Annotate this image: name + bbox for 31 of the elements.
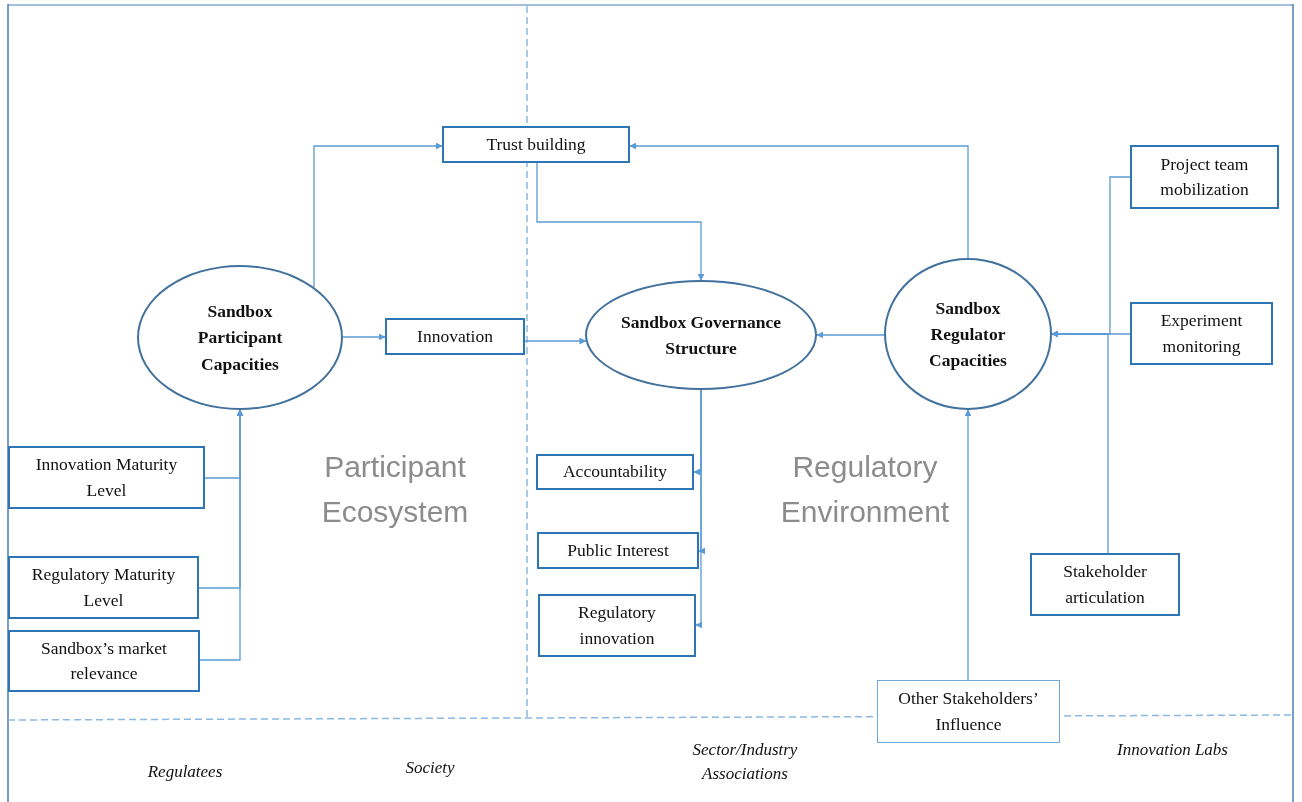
stakeholder-label: Regulatees [146,761,224,783]
arrow [816,331,885,339]
process-box: Trust building [442,126,630,163]
region-label: Regulatory Environment [779,449,951,530]
process-box: Project team mobilization [1130,145,1279,209]
arrow [342,333,386,341]
stakeholder-label: Innovation Labs [1116,739,1229,761]
process-box: Public Interest [537,532,699,569]
process-box: Accountability [536,454,694,490]
process-ellipse: Sandbox Participant Capacities [137,265,343,410]
arrow [964,409,972,681]
process-ellipse: Sandbox Governance Structure [585,280,817,390]
process-box: Innovation [385,318,525,355]
stakeholder-label: Society [404,757,456,779]
arrow [1051,330,1109,554]
process-ellipse: Sandbox Regulator Capacities [884,258,1052,410]
region-label: Participant Ecosystem [320,449,470,530]
arrow [313,142,443,288]
process-box: Experiment monitoring [1130,302,1273,365]
process-box: Stakeholder articulation [1030,553,1180,616]
process-box: Other Stakeholders’ Influence [877,680,1060,743]
stakeholder-label: Sector/Industry Associations [691,739,799,785]
process-box: Innovation Maturity Level [8,446,205,509]
arrow [629,142,969,259]
process-box: Regulatory Maturity Level [8,556,199,619]
arrow [536,162,705,281]
process-box: Regulatory innovation [538,594,696,657]
arrow [695,389,703,629]
arrow [524,337,587,345]
arrow [199,409,244,661]
process-box: Sandbox’s market relevance [8,630,200,692]
